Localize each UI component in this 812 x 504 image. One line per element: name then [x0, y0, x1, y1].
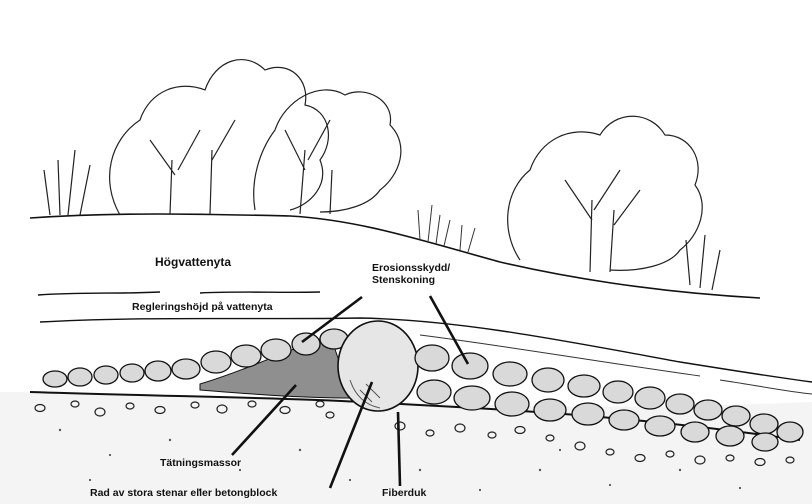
high-water-line [38, 292, 320, 295]
grass-tufts [418, 205, 475, 252]
label-fiber-cloth: Fiberduk [382, 487, 426, 499]
label-erosion-line-1: Erosionsskydd/ [372, 262, 450, 274]
tree-group-left [44, 60, 401, 215]
label-regulation-height: Regleringshöjd på vattenyta [132, 301, 273, 313]
label-erosion-line-2: Stenskoning [372, 274, 450, 286]
label-high-water: Högvattenyta [155, 256, 231, 270]
tree-group-right [508, 116, 720, 290]
label-erosion-protection: Erosionsskydd/ Stenskoning [372, 262, 450, 286]
label-large-stones: Rad av stora stenar eller betongblock [90, 487, 277, 499]
label-sealing-mass: Tätningsmassor [160, 457, 241, 469]
large-stone [338, 321, 418, 411]
